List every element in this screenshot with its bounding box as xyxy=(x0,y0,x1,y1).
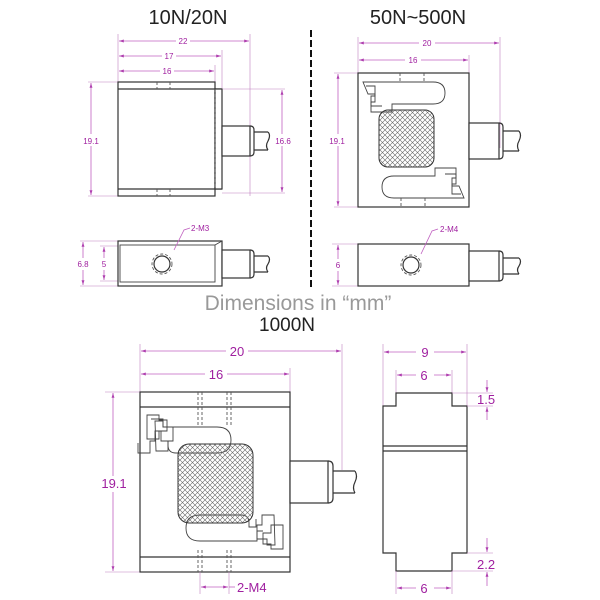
dim-16: 16 xyxy=(209,367,223,382)
dim-19-1: 19.1 xyxy=(329,137,345,146)
small-top-view: 6.8 5 2-M3 xyxy=(76,224,271,287)
medium-top-view: 6 2-M4 xyxy=(332,225,522,287)
dim-16: 16 xyxy=(409,56,418,65)
dim-16: 16 xyxy=(163,67,172,76)
dim-19-1: 19.1 xyxy=(83,137,99,146)
dim-20: 20 xyxy=(423,39,432,48)
dim-6: 6 xyxy=(336,261,341,270)
dim-16-6: 16.6 xyxy=(275,137,291,146)
title-50n-500n: 50N~500N xyxy=(370,7,466,29)
dim-17: 17 xyxy=(165,52,174,61)
small-front-view: 22 17 16 19.1 16.6 xyxy=(80,34,294,197)
dim-2-2: 2.2 xyxy=(477,557,495,572)
large-front-view: 20 16 19.1 xyxy=(98,343,358,595)
title-1000n: 1000N xyxy=(259,315,315,336)
large-side-view: 9 6 1.5 2.2 6 xyxy=(382,344,495,596)
units-note: Dimensions in “mm” xyxy=(205,292,392,315)
dim-1-5: 1.5 xyxy=(477,392,495,407)
dim-22: 22 xyxy=(179,37,188,46)
thread-2-m4: 2-M4 xyxy=(237,580,267,595)
dim-6-8: 6.8 xyxy=(77,260,89,269)
dim-19-1: 19.1 xyxy=(101,476,126,491)
thread-2-m4: 2-M4 xyxy=(440,225,459,234)
dim-5: 5 xyxy=(102,260,107,269)
dim-9: 9 xyxy=(421,345,428,360)
medium-front-view: 20 16 19.1 xyxy=(326,37,522,208)
title-10n-20n: 10N/20N xyxy=(149,7,228,29)
thread-2-m3: 2-M3 xyxy=(191,224,210,233)
dim-6-top: 6 xyxy=(420,368,427,383)
dim-6-bottom: 6 xyxy=(420,581,427,596)
dim-20: 20 xyxy=(230,344,244,359)
